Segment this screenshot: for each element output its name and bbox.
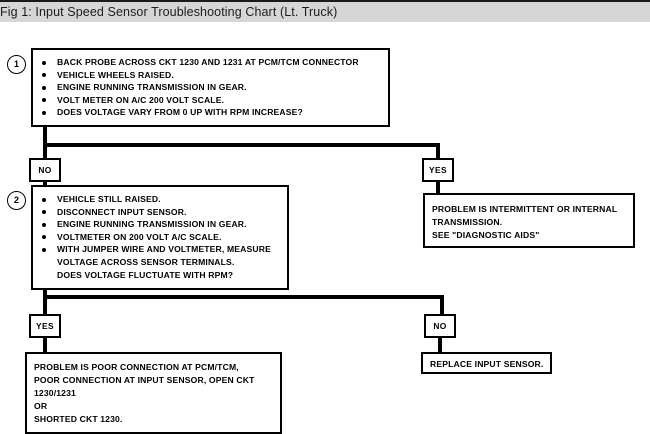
step-1-bullet-list: BACK PROBE ACROSS CKT 1230 AND 1231 AT P… [40,56,388,119]
list-item: DOES VOLTAGE VARY FROM 0 UP WITH RPM INC… [40,106,388,119]
list-item: DISCONNECT INPUT SENSOR. [40,206,287,219]
outcome-line: 1230/1231 [34,388,76,398]
outcome-line: PROBLEM IS INTERMITTENT OR INTERNAL [432,204,618,214]
outcome-intermittent-box: PROBLEM IS INTERMITTENT OR INTERNAL TRAN… [423,193,635,248]
list-item: VOLT METER ON A/C 200 VOLT SCALE. [40,94,388,107]
connector-no-to-replace-sensor [438,338,442,352]
list-item: VEHICLE STILL RAISED. [40,193,287,206]
list-item: ENGINE RUNNING TRANSMISSION IN GEAR. [40,81,388,94]
connector-yes-to-poor-connection [43,338,47,352]
step-number-2: 2 [7,191,26,210]
connector-step2-no-stem [440,295,444,314]
connector-step1-no-stem [43,143,47,158]
figure-title-bar: Fig 1: Input Speed Sensor Troubleshootin… [0,0,650,22]
decision-step1-yes[interactable]: YES [422,158,454,182]
connector-step1-down [43,127,47,147]
list-item: VEHICLE WHEELS RAISED. [40,69,388,82]
list-item: ENGINE RUNNING TRANSMISSION IN GEAR. [40,218,287,231]
connector-step1-yes-stem [436,143,440,158]
outcome-line: POOR CONNECTION AT INPUT SENSOR, OPEN CK… [34,375,255,385]
step-2-box: VEHICLE STILL RAISED. DISCONNECT INPUT S… [31,185,289,290]
bullet-dot-icon [42,73,46,78]
bullet-dot-icon [42,60,46,65]
flowchart-canvas: 1 BACK PROBE ACROSS CKT 1230 AND 1231 AT… [0,22,650,434]
list-item: WITH JUMPER WIRE AND VOLTMETER, MEASURE … [40,243,287,281]
outcome-replace-sensor-text: REPLACE INPUT SENSOR. [430,359,544,369]
bullet-dot-icon [42,235,46,240]
outcome-line: SEE "DIAGNOSTIC AIDS" [432,230,540,240]
step-number-1: 1 [7,55,26,74]
step-1-box: BACK PROBE ACROSS CKT 1230 AND 1231 AT P… [31,48,390,127]
outcome-poor-connection-box: PROBLEM IS POOR CONNECTION AT PCM/TCM, P… [25,352,282,434]
bullet-dot-icon [42,210,46,215]
decision-step2-no[interactable]: NO [424,314,456,338]
list-item-continuation: VOLTAGE ACROSS SENSOR TERMINALS. [57,256,235,267]
connector-yes-to-intermittent [436,182,440,194]
outcome-replace-sensor-box: REPLACE INPUT SENSOR. [421,352,552,374]
figure-title: Fig 1: Input Speed Sensor Troubleshootin… [0,5,338,19]
connector-step2-yes-stem [43,295,47,314]
bullet-dot-icon [42,85,46,90]
decision-step2-yes[interactable]: YES [29,314,61,338]
connector-step2-branch [43,295,444,299]
decision-step1-no[interactable]: NO [29,158,61,182]
step-2-bullet-list: VEHICLE STILL RAISED. DISCONNECT INPUT S… [40,193,287,281]
connector-step1-branch [43,143,440,147]
bullet-dot-icon [42,222,46,227]
bullet-dot-icon [42,197,46,202]
outcome-intermittent-text: PROBLEM IS INTERMITTENT OR INTERNAL TRAN… [432,203,633,242]
outcome-poor-connection-text: PROBLEM IS POOR CONNECTION AT PCM/TCM, P… [34,361,280,426]
bullet-dot-icon [42,110,46,115]
list-item: BACK PROBE ACROSS CKT 1230 AND 1231 AT P… [40,56,388,69]
list-item: VOLTMETER ON 200 VOLT A/C SCALE. [40,231,287,244]
list-item-continuation: DOES VOLTAGE FLUCTUATE WITH RPM? [57,269,234,280]
outcome-line: TRANSMISSION. [432,217,503,227]
outcome-line: PROBLEM IS POOR CONNECTION AT PCM/TCM, [34,362,239,372]
bullet-dot-icon [42,247,46,252]
bullet-dot-icon [42,98,46,103]
outcome-line: SHORTED CKT 1230. [34,414,123,424]
outcome-line: OR [34,401,48,411]
